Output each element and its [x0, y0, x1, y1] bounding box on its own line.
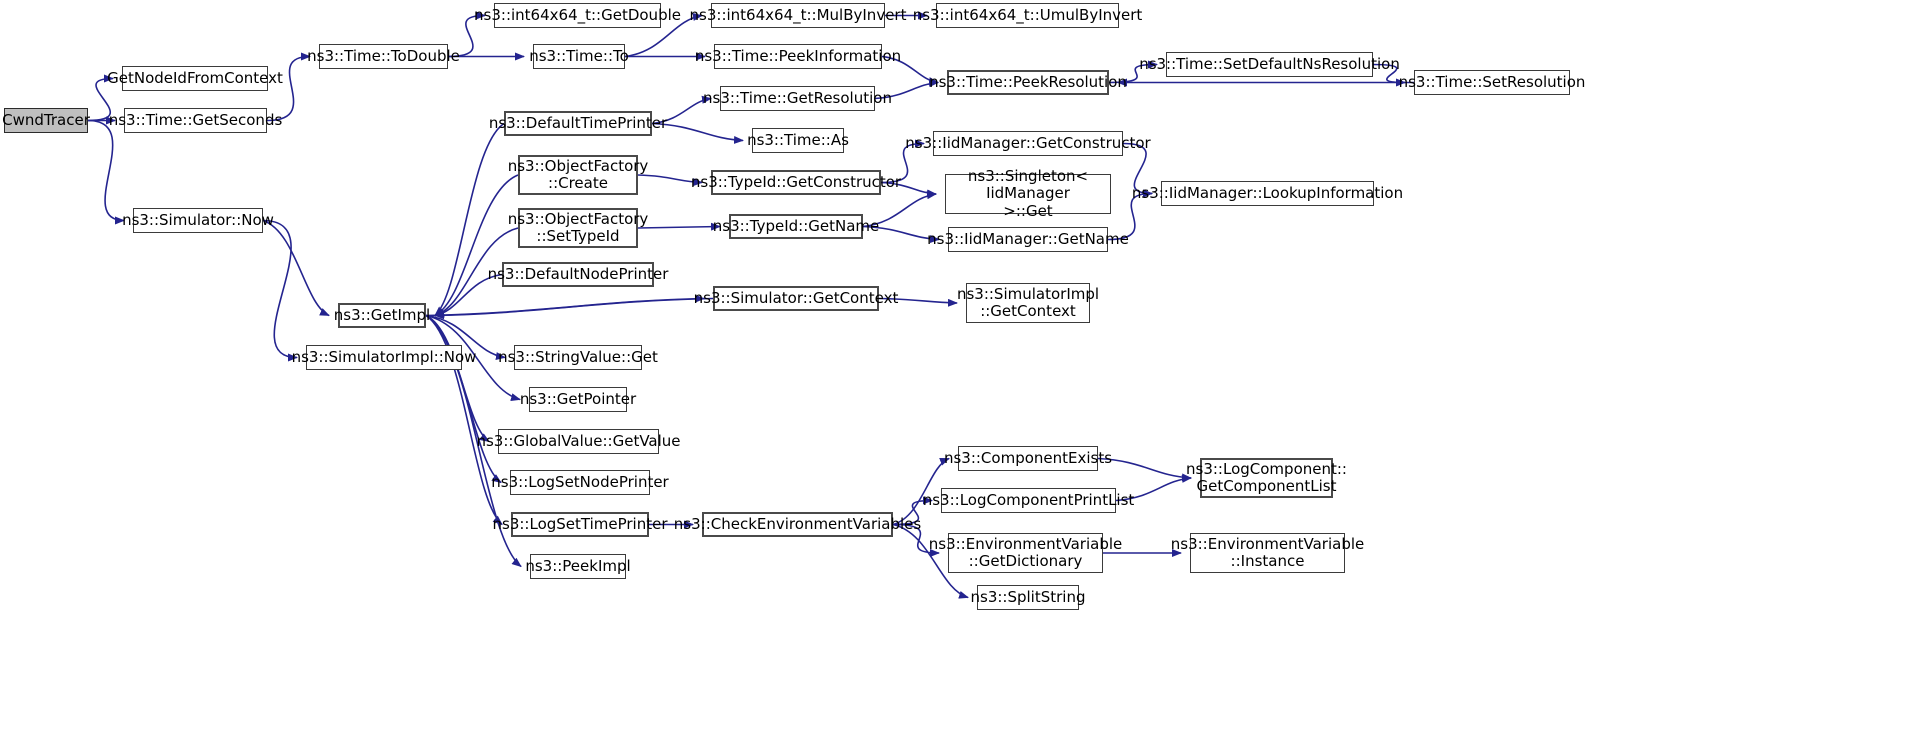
- graph-node-componentexists[interactable]: ns3::ComponentExists: [944, 446, 1112, 471]
- graph-node-simulator_now[interactable]: ns3::Simulator::Now: [122, 208, 274, 233]
- graph-node-time_as[interactable]: ns3::Time::As: [747, 128, 849, 153]
- graph-node-simulator_getcontext[interactable]: ns3::Simulator::GetContext: [694, 286, 898, 311]
- graph-node-time_getseconds[interactable]: ns3::Time::GetSeconds: [109, 108, 282, 133]
- graph-edge-simulator_now-to-getimpl: [262, 219, 330, 317]
- graph-node-defaultnodeprinter[interactable]: ns3::DefaultNodePrinter: [488, 262, 668, 287]
- graph-edge-defaulttimeprinter-to-getimpl: [434, 122, 505, 317]
- graph-node-time_setresolution[interactable]: ns3::Time::SetResolution: [1399, 70, 1585, 95]
- graph-node-simulatorimpl_now[interactable]: ns3::SimulatorImpl::Now: [292, 345, 476, 370]
- graph-node-int64_umulbyinvert[interactable]: ns3::int64x64_t::UmulByInvert: [913, 3, 1142, 28]
- graph-node-getnodeidfromcontext[interactable]: GetNodeIdFromContext: [107, 66, 283, 91]
- graph-node-globalvalue_getvalue[interactable]: ns3::GlobalValue::GetValue: [476, 429, 681, 454]
- graph-node-logsetnodeprinter[interactable]: ns3::LogSetNodePrinter: [491, 470, 669, 495]
- graph-node-cwndtracer[interactable]: CwndTracer: [2, 108, 90, 133]
- graph-node-iidmanager_getconstructor[interactable]: ns3::IidManager::GetConstructor: [905, 131, 1151, 156]
- graph-node-iidmanager_getname[interactable]: ns3::IidManager::GetName: [927, 227, 1129, 252]
- graph-node-typeid_getname[interactable]: ns3::TypeId::GetName: [713, 214, 879, 239]
- graph-node-objectfactory_create[interactable]: ns3::ObjectFactory ::Create: [508, 155, 648, 195]
- graph-edge-objectfactory_settypeid-to-typeid_getname: [637, 222, 721, 231]
- graph-edge-cwndtracer-to-simulator_now: [87, 119, 125, 225]
- graph-node-stringvalue_get[interactable]: ns3::StringValue::Get: [498, 345, 658, 370]
- graph-edge-simulator_getcontext-to-getimpl: [434, 297, 714, 320]
- graph-node-time_to[interactable]: ns3::Time::To: [529, 44, 629, 69]
- graph-node-getimpl[interactable]: ns3::GetImpl: [334, 303, 430, 328]
- graph-node-peekimpl[interactable]: ns3::PeekImpl: [525, 554, 631, 579]
- graph-node-envvar_getdictionary[interactable]: ns3::EnvironmentVariable ::GetDictionary: [929, 533, 1122, 573]
- graph-node-iidmanager_lookupinfo[interactable]: ns3::IidManager::LookupInformation: [1132, 181, 1403, 206]
- graph-edge-simulator_now-to-simulatorimpl_now: [262, 219, 298, 362]
- graph-edge-objectfactory_create-to-getimpl: [434, 174, 519, 317]
- graph-node-time_peekresolution[interactable]: ns3::Time::PeekResolution: [929, 70, 1127, 95]
- graph-edge-getimpl-to-logsetnodeprinter: [425, 314, 502, 484]
- graph-node-typeid_getconstructor[interactable]: ns3::TypeId::GetConstructor: [691, 170, 901, 195]
- graph-node-simulatorimpl_getcontext[interactable]: ns3::SimulatorImpl ::GetContext: [957, 283, 1099, 323]
- graph-node-time_todouble[interactable]: ns3::Time::ToDouble: [307, 44, 460, 69]
- graph-node-defaulttimeprinter[interactable]: ns3::DefaultTimePrinter: [489, 111, 667, 136]
- graph-node-checkenvironmentvars[interactable]: ns3::CheckEnvironmentVariables: [674, 512, 921, 537]
- graph-node-time_setdefaultnsres[interactable]: ns3::Time::SetDefaultNsResolution: [1139, 52, 1400, 77]
- graph-node-logcomponent_getlist[interactable]: ns3::LogComponent:: GetComponentList: [1186, 458, 1347, 498]
- graph-node-getpointer[interactable]: ns3::GetPointer: [520, 387, 636, 412]
- graph-node-int64_mulbyinvert[interactable]: ns3::int64x64_t::MulByInvert: [690, 3, 906, 28]
- graph-node-splitstring[interactable]: ns3::SplitString: [971, 585, 1086, 610]
- graph-node-time_peekinformation[interactable]: ns3::Time::PeekInformation: [695, 44, 901, 69]
- graph-edge-getimpl-to-simulator_getcontext: [425, 294, 705, 317]
- graph-node-envvar_instance[interactable]: ns3::EnvironmentVariable ::Instance: [1171, 533, 1364, 573]
- graph-node-objectfactory_settypeid[interactable]: ns3::ObjectFactory ::SetTypeId: [508, 208, 648, 248]
- graph-node-int64_getdouble[interactable]: ns3::int64x64_t::GetDouble: [474, 3, 681, 28]
- graph-edge-getimpl-to-globalvalue_getvalue: [425, 314, 490, 443]
- graph-node-singleton_get[interactable]: ns3::Singleton< IidManager >::Get: [945, 168, 1111, 219]
- graph-node-logcomponentprintlist[interactable]: ns3::LogComponentPrintList: [923, 488, 1134, 513]
- graph-node-time_getresolution[interactable]: ns3::Time::GetResolution: [703, 86, 892, 111]
- graph-node-logsettimeprinter[interactable]: ns3::LogSetTimePrinter: [493, 512, 668, 537]
